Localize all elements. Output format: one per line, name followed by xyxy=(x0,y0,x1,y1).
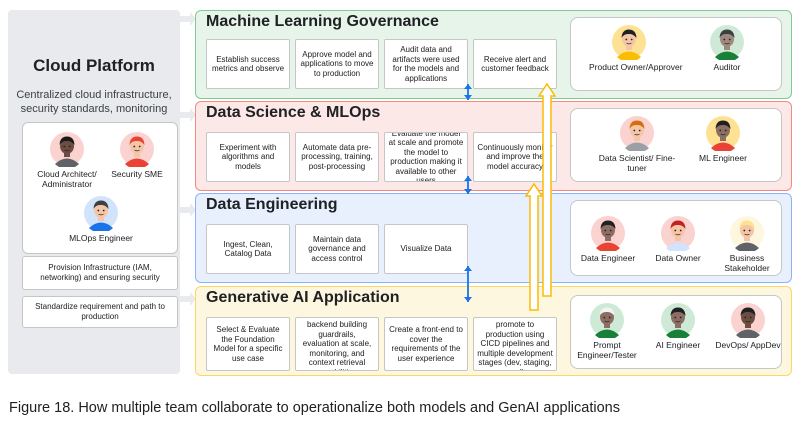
person-avatar-icon xyxy=(731,303,765,338)
person-avatar-icon xyxy=(590,303,624,338)
task-card: Test at scale and promote to production … xyxy=(473,317,557,371)
roles-box: Prompt Engineer/Tester AI Engineer DevOp… xyxy=(570,295,782,369)
cloud-platform-panel: Cloud Platform Centralized cloud infrast… xyxy=(8,10,180,374)
person-avatar-icon xyxy=(661,303,695,338)
task-card: Automate data pre-processing, training, … xyxy=(295,132,379,182)
task-card: Ingest, Clean, Catalog Data xyxy=(206,224,290,274)
person-avatar-icon xyxy=(620,116,654,151)
arrow-head xyxy=(464,297,472,302)
person-avatar-icon xyxy=(706,116,740,151)
person-avatar-icon xyxy=(710,25,744,60)
task-card: Create a front-end to cover the requirem… xyxy=(384,317,468,371)
lane-title: Data Engineering xyxy=(206,196,338,213)
provision-infrastructure-box: Provision Infrastructure (IAM, networkin… xyxy=(22,256,178,290)
person-avatar-icon xyxy=(661,216,695,251)
role-cloud-architect: Cloud Architect/ Administrator xyxy=(35,131,99,189)
person-avatar-icon xyxy=(120,132,154,167)
lane-data-engineering: Data Engineering Ingest, Clean, Catalog … xyxy=(195,193,792,283)
lane-title: Data Science & MLOps xyxy=(206,104,381,121)
person-avatar-icon xyxy=(84,196,118,231)
person-avatar-icon xyxy=(50,132,84,167)
arrow-head xyxy=(464,95,472,100)
arrow-head xyxy=(464,266,472,271)
cloud-platform-subtitle: Centralized cloud infrastructure, securi… xyxy=(16,89,172,115)
lane-title: Generative AI Application xyxy=(206,289,400,306)
lane-ml-governance: Machine Learning Governance Establish su… xyxy=(195,10,792,99)
arrow-head xyxy=(464,189,472,194)
task-card: Establish success metrics and observe xyxy=(206,39,290,89)
roles-box: Data Scientist/ Fine-tuner ML Engineer xyxy=(570,108,782,182)
role-auditor: Auditor xyxy=(687,24,767,72)
role-data-engineer: Data Engineer xyxy=(573,215,643,263)
role-product-owner: Product Owner/Approver xyxy=(589,24,683,72)
role-business-stakeholder: Business Stakeholder xyxy=(713,215,781,273)
task-card: Experiment with algorithms and models xyxy=(206,132,290,182)
role-devops-appdev: DevOps/ AppDev xyxy=(713,302,783,350)
person-avatar-icon xyxy=(730,216,764,251)
role-security-sme: Security SME xyxy=(105,131,169,179)
task-card: Approve model and applications to move t… xyxy=(295,39,379,89)
role-ai-engineer: AI Engineer xyxy=(643,302,713,350)
task-card: Receive alert and customer feedback xyxy=(473,39,557,89)
roles-box: Product Owner/Approver Auditor xyxy=(570,17,782,91)
task-card: Audit data and artifacts were used for t… xyxy=(384,39,468,89)
cloud-platform-title: Cloud Platform xyxy=(33,56,155,75)
arrow-head xyxy=(464,176,472,181)
task-card: Visualize Data xyxy=(384,224,468,274)
task-card: Select & Evaluate the Foundation Model f… xyxy=(206,317,290,371)
standardize-requirement-box: Standardize requirement and path to prod… xyxy=(22,296,178,328)
roles-box: Data Engineer Data Owner Business Stakeh… xyxy=(570,200,782,276)
role-prompt-engineer: Prompt Engineer/Tester xyxy=(571,302,643,360)
lane-title: Machine Learning Governance xyxy=(206,13,439,30)
role-data-owner: Data Owner xyxy=(643,215,713,263)
person-avatar-icon xyxy=(612,25,646,60)
cloud-platform-roles: Cloud Architect/ Administrator Security … xyxy=(22,122,178,254)
gold-arrow-gen-to-ds xyxy=(524,182,544,311)
task-card: Maintain data governance and access cont… xyxy=(295,224,379,274)
task-card: Evaluate the model at scale and promote … xyxy=(384,132,468,182)
gold-arrow-gen-to-ml xyxy=(537,82,557,297)
role-data-scientist: Data Scientist/ Fine-tuner xyxy=(597,115,677,173)
role-ml-engineer: ML Engineer xyxy=(683,115,763,163)
task-card: Create a robust backend building guardra… xyxy=(295,317,379,371)
flow-arrows xyxy=(464,82,557,311)
role-mlops-engineer: MLOps Engineer xyxy=(69,195,133,243)
arrow-head xyxy=(464,84,472,89)
person-avatar-icon xyxy=(591,216,625,251)
panel-connector-arrows xyxy=(180,12,196,306)
lane-generative-ai-application: Generative AI Application Select & Evalu… xyxy=(195,286,792,376)
figure-caption: Figure 18. How multiple team collaborate… xyxy=(9,400,620,416)
